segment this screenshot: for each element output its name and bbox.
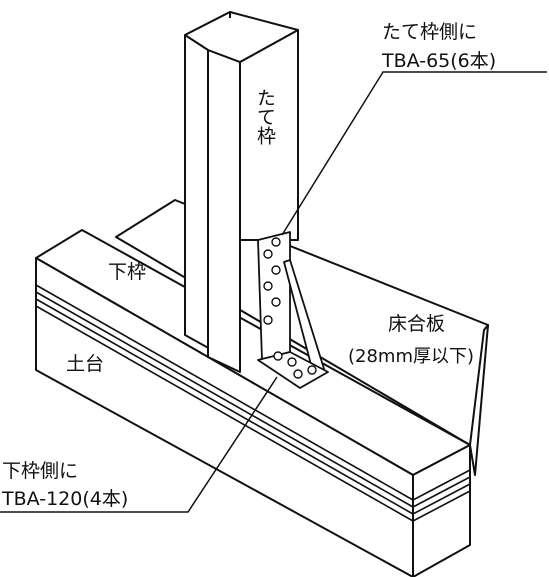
label-sill: 土台 (66, 353, 104, 375)
label-bottom-plate: 下枠 (108, 261, 146, 283)
sill-end-layer-lines (412, 469, 471, 522)
leader-top (281, 71, 547, 236)
bracket-vertical-plate (257, 231, 291, 361)
bracket-nail-holes (263, 237, 317, 379)
stud-top (184, 11, 299, 63)
leader-bottom (0, 376, 278, 513)
leader-lines (0, 71, 547, 513)
callout-top-line-2: TBA-65(6本) (381, 50, 496, 72)
label-floor-plywood-2: (28mm厚以下) (348, 346, 474, 367)
stud-front-face (207, 49, 241, 373)
callout-bottom-line-1: 下枠側に (2, 460, 78, 482)
sill-front-face (35, 257, 414, 577)
tba-bracket (257, 231, 329, 389)
label-vertical-stud: たて枠 (254, 88, 276, 145)
callout-top-line-1: たて枠側に (382, 21, 477, 43)
callout-bottom-line-2: TBA-120(4本) (1, 488, 128, 510)
vertical-stud (184, 11, 299, 373)
sill-layer-lines (35, 284, 414, 522)
label-floor-plywood-1: 床合板 (388, 313, 445, 335)
